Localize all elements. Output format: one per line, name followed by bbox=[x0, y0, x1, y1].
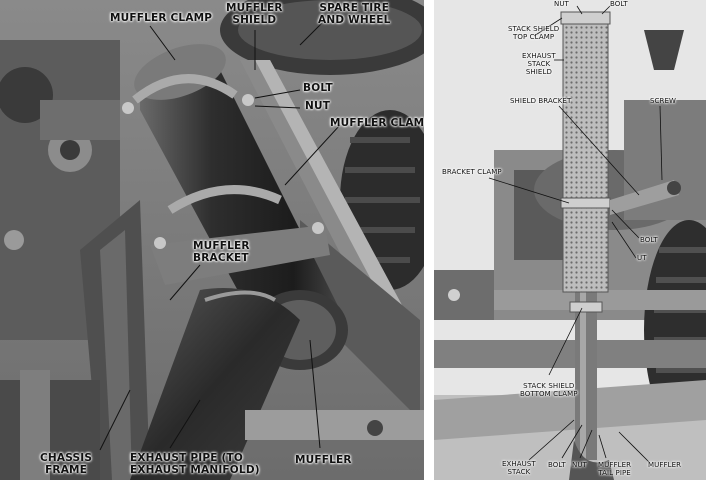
label-spare-tire-line2: AND WHEEL bbox=[318, 14, 391, 27]
label-screw: SCREW bbox=[650, 97, 677, 105]
label-bolt: BOLT bbox=[303, 82, 333, 94]
label-chassis-frame-line1: CHASSIS bbox=[40, 452, 93, 464]
label-tail-pipe-line1: MUFFLER bbox=[598, 461, 632, 469]
label-spare-tire: SPARE TIRE AND WHEEL bbox=[318, 2, 391, 26]
label-exhaust-pipe: EXHAUST PIPE (TO EXHAUST MANIFOLD) bbox=[130, 452, 260, 476]
label-bottom-clamp-line1: STACK SHIELD bbox=[523, 382, 575, 390]
label-exhaust-pipe-line1: EXHAUST PIPE (TO bbox=[130, 452, 243, 464]
label-nut-bottom: NUT bbox=[572, 461, 587, 469]
label-top-clamp-line2: TOP CLAMP bbox=[513, 33, 555, 42]
label-muffler-shield: MUFFLER SHIELD bbox=[226, 2, 283, 26]
label-muffler-tail-pipe: MUFFLER TAIL PIPE bbox=[598, 461, 631, 477]
label-exhaust-stack-shield: EXHAUST STACK SHIELD bbox=[522, 52, 556, 76]
label-muffler-clamp-right: MUFFLER CLAMP bbox=[330, 117, 424, 129]
label-stack-nut: NUT bbox=[554, 0, 569, 8]
right-photo-panel: NUT BOLT STACK SHIELD TOP CLAMP EXHAUST … bbox=[434, 0, 706, 480]
label-spare-tire-line1: SPARE TIRE bbox=[319, 2, 390, 14]
label-stack-shield-bottom-clamp: STACK SHIELD BOTTOM CLAMP bbox=[520, 382, 578, 398]
label-shield-bracket: SHIELD BRACKET bbox=[510, 97, 572, 105]
label-muffler-bracket: MUFFLER BRACKET bbox=[193, 240, 250, 264]
label-stack-shield-line2: STACK bbox=[527, 60, 551, 69]
label-top-clamp-line1: STACK SHIELD bbox=[508, 25, 560, 33]
label-chassis-frame-line2: FRAME bbox=[45, 464, 88, 477]
panel-divider bbox=[424, 0, 434, 480]
label-muffler-bracket-line1: MUFFLER bbox=[193, 240, 250, 252]
label-bottom-clamp-line2: BOTTOM CLAMP bbox=[520, 390, 578, 399]
label-exhaust-stack: EXHAUST STACK bbox=[502, 460, 536, 476]
muffler-installation-photo bbox=[0, 0, 424, 480]
label-muffler-shield-line2: SHIELD bbox=[232, 14, 277, 27]
label-exhaust-pipe-line2: EXHAUST MANIFOLD) bbox=[130, 464, 260, 477]
label-bracket-clamp: BRACKET CLAMP bbox=[442, 168, 502, 176]
label-chassis-frame: CHASSIS FRAME bbox=[40, 452, 92, 476]
label-muffler-bracket-line2: BRACKET bbox=[193, 252, 249, 265]
label-muffler-right: MUFFLER bbox=[648, 461, 682, 469]
label-muffler-shield-line1: MUFFLER bbox=[226, 2, 283, 14]
label-exhaust-stack-line1: EXHAUST bbox=[502, 460, 536, 468]
label-stack-shield-top-clamp: STACK SHIELD TOP CLAMP bbox=[508, 25, 559, 41]
label-muffler-clamp-top: MUFFLER CLAMP bbox=[110, 12, 213, 24]
label-bolt-bottom: BOLT bbox=[548, 461, 566, 469]
label-stack-shield-line3: SHIELD bbox=[525, 68, 552, 77]
label-tail-pipe-line2: TAIL PIPE bbox=[598, 469, 631, 478]
exhaust-stack-photo bbox=[434, 0, 706, 480]
label-bolt-mid: BOLT bbox=[640, 236, 658, 244]
label-muffler: MUFFLER bbox=[295, 454, 352, 466]
label-exhaust-stack-line2: STACK bbox=[507, 468, 531, 477]
left-photo-panel: MUFFLER CLAMP MUFFLER SHIELD SPARE TIRE … bbox=[0, 0, 424, 480]
label-stack-shield-line1: EXHAUST bbox=[522, 52, 556, 60]
label-nut: NUT bbox=[305, 100, 331, 112]
label-stack-bolt: BOLT bbox=[610, 0, 628, 8]
label-nut-mid: UT bbox=[637, 254, 647, 262]
